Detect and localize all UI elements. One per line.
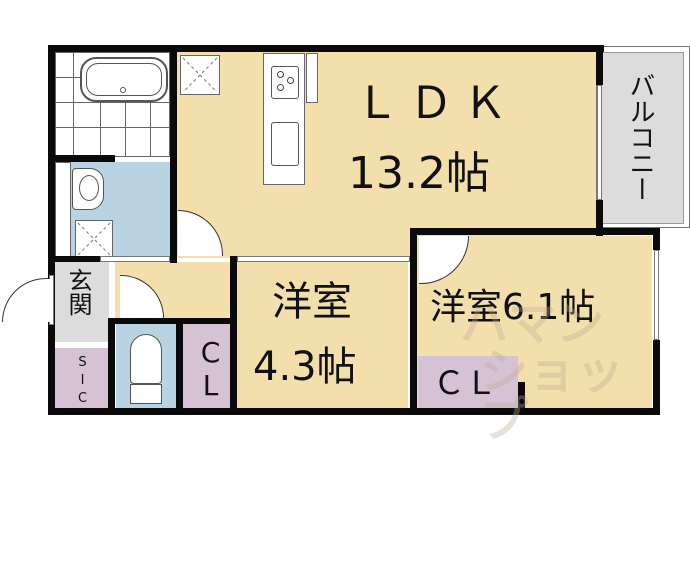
balcony-label: バルコニー: [625, 72, 655, 202]
western-room-2-label: 洋室6.1帖: [430, 287, 596, 328]
toilet: [116, 324, 176, 410]
fridge-space-icon: [180, 55, 220, 95]
closet-1: [183, 324, 231, 410]
washing-machine-space-icon: [75, 220, 113, 258]
entrance-door-icon: [2, 278, 50, 322]
shelf-icon: [55, 162, 71, 258]
ldk-name: ＬＤＫ: [355, 78, 517, 129]
closet-2: [418, 356, 518, 410]
kitchen-sink-icon: [271, 122, 299, 166]
western-room-1: [236, 262, 408, 410]
shoe-closet: [55, 348, 109, 408]
western-room-1-name: 洋室: [272, 279, 352, 325]
bathtub-icon: [80, 57, 168, 102]
toilet-icon: [130, 334, 162, 384]
closet-2-label: ＣＬ: [433, 364, 498, 402]
kitchen-counter: [263, 53, 305, 185]
ldk-size: 13.2帖: [348, 148, 490, 199]
watermark: ハマン ショップ: [460, 296, 625, 448]
entrance-label: 玄関: [64, 268, 92, 316]
ldk-room: [176, 52, 596, 258]
western-room-1-size: 4.3帖: [253, 344, 357, 390]
sink-icon: [72, 168, 104, 210]
bathroom: [55, 52, 170, 157]
stove-icon: [271, 66, 299, 99]
closet-1-label: CL: [194, 336, 227, 402]
entrance: [55, 262, 109, 342]
washroom: [55, 162, 170, 258]
shoe-closet-label: SIC: [75, 355, 90, 409]
